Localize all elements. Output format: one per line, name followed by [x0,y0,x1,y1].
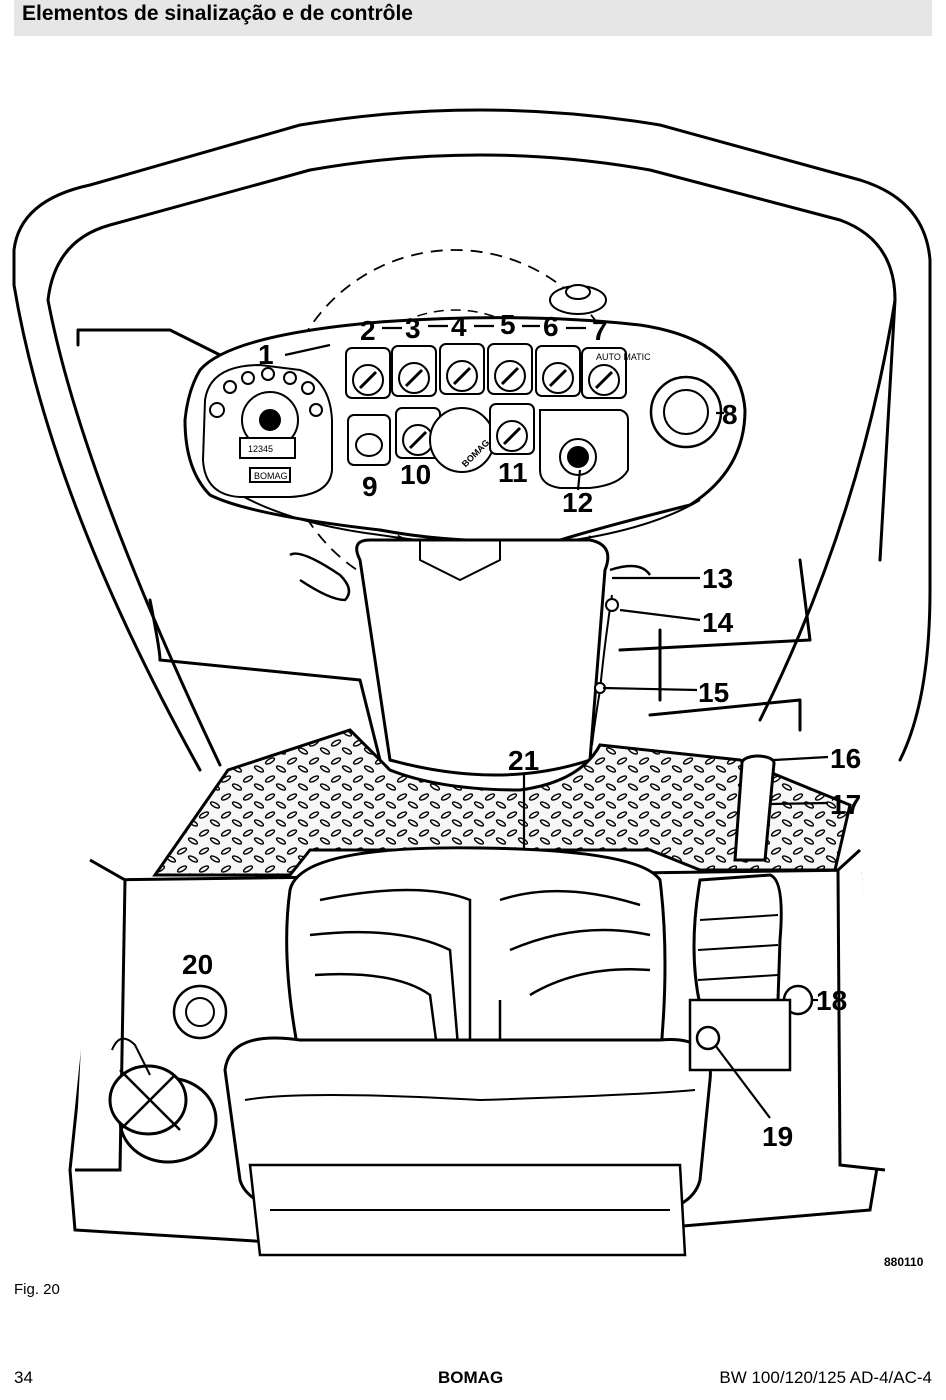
callout-3: 3 [405,313,421,344]
hour-meter-reading: 12345 [248,444,273,454]
callout-14: 14 [702,607,734,638]
control-panel-figure: 12345 BOMAG AUTO MATIC [12,108,932,1257]
figure-code: 880110 [884,1255,924,1269]
callout-20: 20 [182,949,213,980]
figure-caption: Fig. 20 [14,1281,60,1298]
footer-brand: BOMAG [438,1368,504,1387]
callout-7: 7 [592,315,608,346]
callout-12: 12 [562,487,593,518]
footer-model: BW 100/120/125 AD-4/AC-4 [719,1368,932,1387]
callout-21: 21 [508,745,539,776]
callout-2: 2 [360,315,376,346]
automatic-label: AUTO MATIC [596,352,651,362]
callout-group: 1 2 3 4 5 6 7 8 9 10 11 12 13 14 15 16 1… [182,309,861,1152]
callout-9: 9 [362,471,378,502]
callout-5: 5 [500,309,516,340]
callout-11: 11 [498,457,528,488]
page-title: Elementos de sinalização e de contrôle [22,2,413,25]
callout-16: 16 [830,743,861,774]
callout-13: 13 [702,563,733,594]
callout-19: 19 [762,1121,793,1152]
callout-10: 10 [400,459,431,490]
page-number: 34 [14,1368,33,1387]
callout-6: 6 [543,311,559,342]
callout-4: 4 [451,311,467,342]
callout-17: 17 [830,789,861,820]
callout-18: 18 [816,985,847,1016]
callout-15: 15 [698,677,729,708]
callout-8: 8 [722,399,738,430]
cluster-logo-text: BOMAG [254,471,288,481]
callout-1: 1 [258,339,274,370]
header-bar [14,0,932,36]
